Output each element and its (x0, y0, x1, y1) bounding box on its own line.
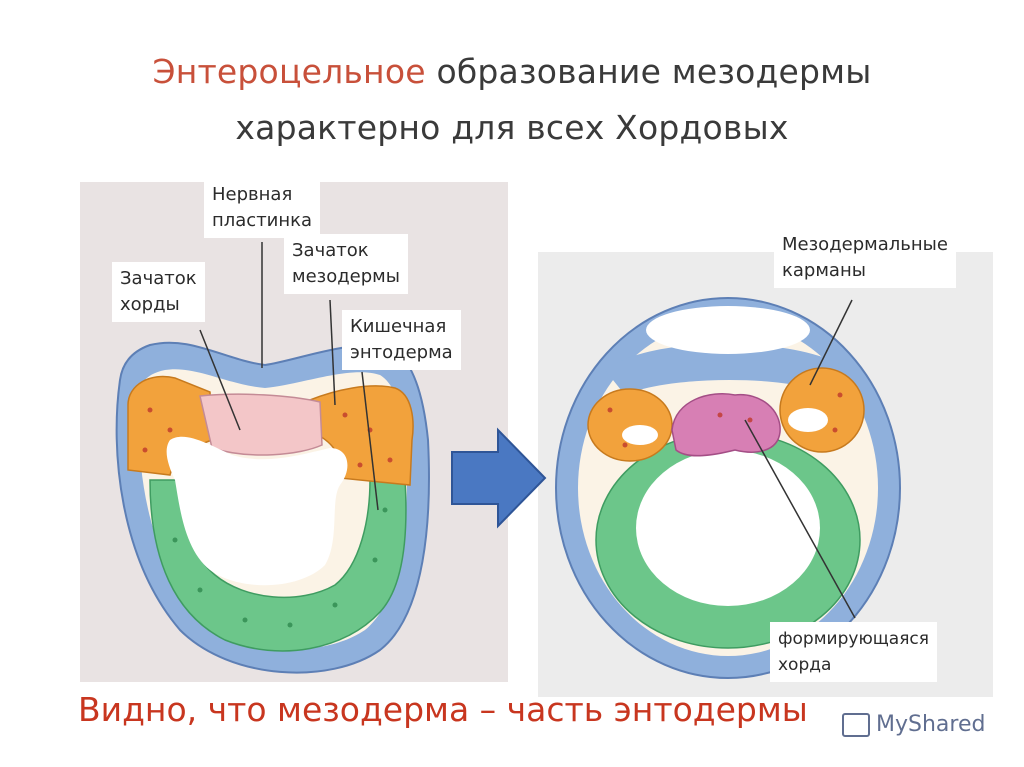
right-embryo (556, 298, 900, 678)
presentation-icon (842, 713, 870, 737)
label-mesoderm-rudiment: Зачаток мезодермы (284, 234, 408, 294)
right-forming-notochord (672, 394, 780, 456)
right-gut-cavity (636, 450, 820, 606)
watermark-text: MyShared (876, 712, 985, 737)
right-pocket-cavity-left (622, 425, 658, 445)
right-pocket-cavity-right (788, 408, 828, 432)
watermark: MyShared (842, 712, 985, 737)
right-mesoderm-pocket-right (780, 368, 864, 452)
label-intestinal-endoderm: Кишечная энтодерма (342, 310, 461, 370)
left-notochord-rudiment (200, 394, 322, 455)
label-notochord-rudiment: Зачаток хорды (112, 262, 205, 322)
label-neural-plate: Нервная пластинка (204, 178, 320, 238)
label-mesodermal-pockets: Мезодермальные карманы (774, 228, 956, 288)
right-cavity-top (646, 306, 810, 354)
conclusion-text: Видно, что мезодерма – часть энтодермы (78, 690, 808, 729)
right-mesoderm-pocket-left (588, 389, 672, 461)
label-forming-notochord: формирующаяся хорда (770, 622, 937, 682)
